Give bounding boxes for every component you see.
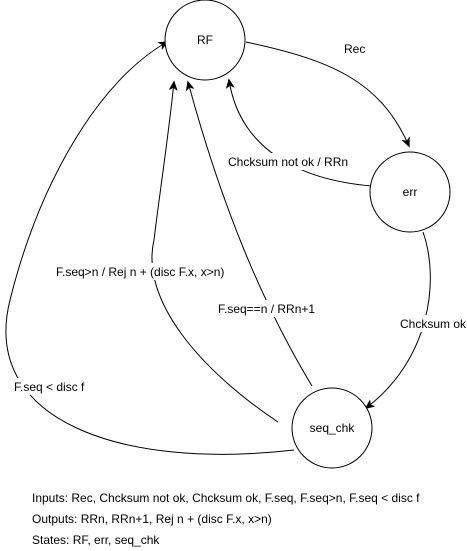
state-label-seq-chk: seq_chk [310, 421, 356, 435]
state-rf: RF [164, 0, 246, 81]
edge-chcksum-not-ok [229, 80, 373, 187]
edge-seq-gt-n [151, 82, 279, 423]
state-label-err: err [403, 185, 418, 199]
state-err: err [369, 151, 451, 233]
edge-label-chcksum-not-ok: Chcksum not ok / RRn [228, 155, 348, 169]
edge-seq-eq-n [188, 82, 313, 387]
edge-label-rec: Rec [344, 42, 365, 56]
edge-label-seq-eq-n: F.seq==n / RRn+1 [218, 302, 315, 316]
legend-inputs: Inputs: Rec, Chcksum not ok, Chcksum ok,… [32, 491, 420, 505]
edge-label-chcksum-ok: Chcksum ok [400, 317, 467, 331]
state-seq-chk: seq_chk [291, 387, 373, 469]
edge-label-seq-gt-n: F.seq>n / Rej n + (disc F.x, x>n) [56, 265, 224, 279]
edge-seq-lt-disc [5, 42, 295, 455]
edge-label-seq-lt-disc: F.seq < disc f [14, 380, 85, 394]
legend: Inputs: Rec, Chcksum not ok, Chcksum ok,… [32, 488, 462, 551]
legend-states: States: RF, err, seq_chk [32, 533, 160, 547]
legend-outputs: Outputs: RRn, RRn+1, Rej n + (disc F.x, … [32, 512, 272, 526]
edge-rec [245, 41, 409, 146]
state-label-rf: RF [197, 33, 213, 47]
